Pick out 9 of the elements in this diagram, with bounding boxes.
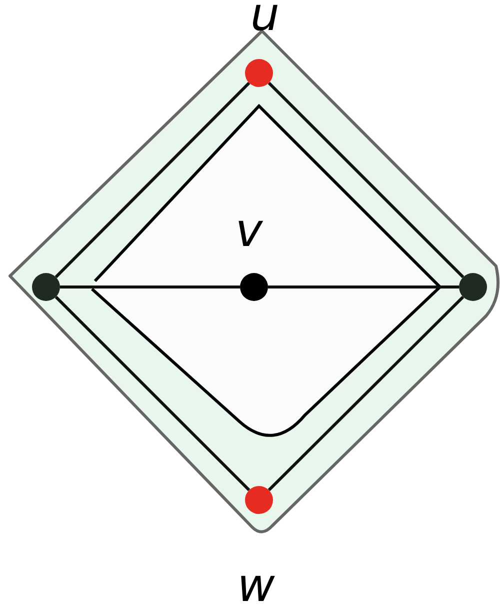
- edge-line: [60, 286, 240, 288]
- vertex-label: w: [237, 562, 275, 607]
- vertex-label: u: [250, 0, 280, 37]
- edge-line: [268, 286, 459, 288]
- edge-line: [54, 82, 250, 278]
- edge-line: [268, 296, 464, 492]
- edge-line: [268, 82, 464, 278]
- vertex-label: v: [235, 207, 263, 253]
- edge-line: [54, 296, 250, 492]
